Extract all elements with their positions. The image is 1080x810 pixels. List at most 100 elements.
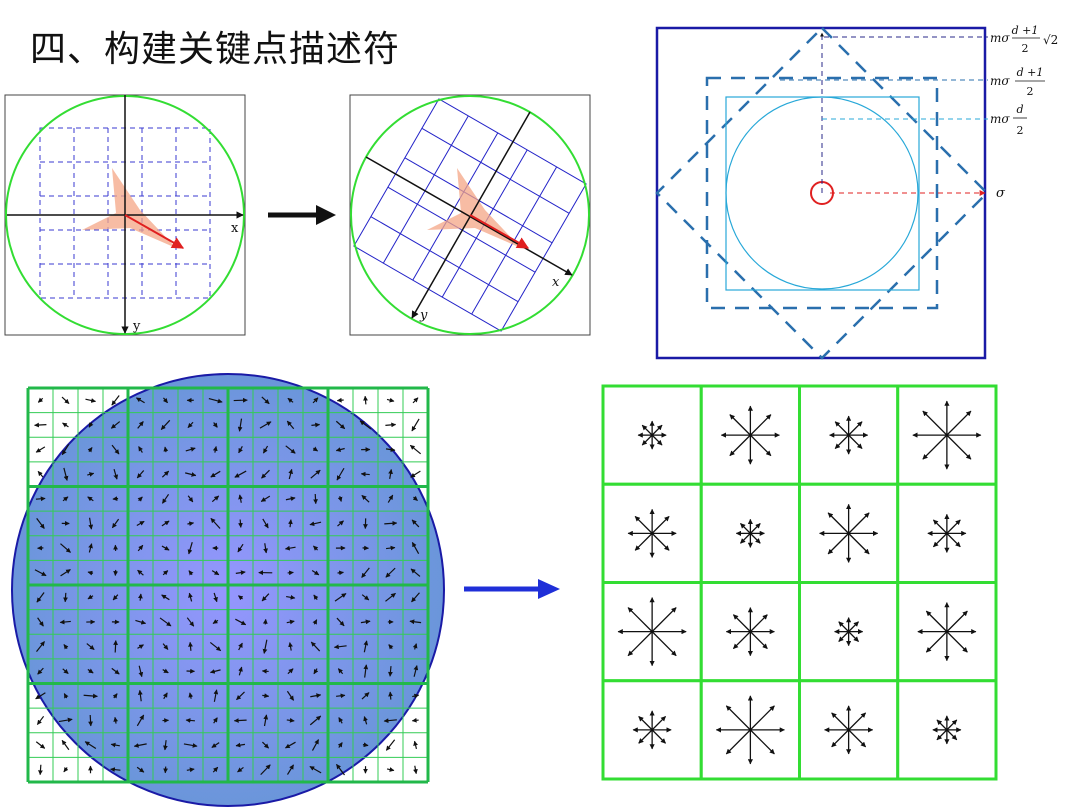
- gradient-arrow: [263, 714, 269, 727]
- gradient-arrow: [87, 447, 93, 453]
- gradient-arrow: [112, 496, 119, 502]
- gradient-arrow: [162, 668, 169, 674]
- gradient-arrow: [262, 518, 269, 529]
- gradient-arrow: [284, 545, 296, 551]
- histogram-bin-arrow: [634, 515, 653, 534]
- label-outer-num: d +1: [1012, 24, 1039, 37]
- gradient-arrow: [385, 422, 397, 428]
- gradient-arrow: [310, 693, 322, 699]
- gradient-arrow: [60, 543, 71, 553]
- gradient-arrow: [63, 467, 69, 481]
- histogram-bin-arrow: [848, 712, 867, 731]
- gradient-arrow: [361, 692, 370, 700]
- gradient-arrow: [87, 496, 94, 502]
- gradient-arrow: [233, 718, 247, 723]
- gradient-arrow: [61, 739, 70, 751]
- histogram-bin-arrow: [638, 729, 653, 744]
- panel-b-circle: [350, 95, 590, 335]
- gradient-arrow: [262, 639, 268, 654]
- gradient-arrow: [84, 741, 97, 749]
- gradient-arrow: [212, 717, 218, 724]
- label-inner-m: mσ: [990, 112, 1010, 126]
- gradient-arrow: [213, 592, 218, 603]
- histogram-bin-arrow: [946, 410, 972, 436]
- panel-b-x-label: x: [552, 275, 560, 290]
- scale-mid-dashed-square: [705, 76, 939, 310]
- gradient-arrow: [111, 395, 120, 406]
- gradient-arrow: [161, 470, 170, 478]
- gradient-arrow: [209, 669, 221, 674]
- gradient-arrow: [409, 619, 422, 625]
- gradient-arrow: [34, 422, 47, 428]
- histogram-bin-arrow: [922, 410, 948, 436]
- gradient-arrow: [363, 395, 368, 405]
- gradient-arrow: [185, 718, 195, 723]
- gradient-arrow: [136, 714, 145, 727]
- gradient-arrow: [137, 496, 143, 502]
- gradient-arrow: [385, 592, 396, 602]
- gradient-arrow: [309, 715, 322, 726]
- gradient-arrow: [162, 397, 168, 404]
- gradient-arrow: [235, 742, 246, 748]
- descriptor-cell: [601, 384, 703, 486]
- histogram-bin-arrow: [740, 532, 751, 544]
- gradient-arrow: [262, 445, 269, 454]
- gradient-arrow: [286, 619, 295, 625]
- histogram-bin-arrow: [651, 515, 670, 534]
- gradient-arrow: [187, 541, 193, 555]
- histogram-bin-arrow: [831, 712, 850, 731]
- gradient-arrow: [411, 542, 420, 554]
- gradient-arrow: [185, 472, 197, 477]
- histogram-bin-arrow: [946, 610, 968, 633]
- gradient-arrow: [62, 668, 69, 674]
- gradient-arrow: [337, 742, 343, 748]
- gradient-arrow: [363, 716, 368, 725]
- gradient-arrow: [63, 644, 69, 650]
- gradient-arrow: [261, 741, 270, 749]
- gradient-arrow: [363, 640, 369, 653]
- gradient-arrow: [183, 743, 198, 748]
- gradient-arrow: [336, 693, 346, 699]
- descriptor-cell: [798, 482, 900, 584]
- histogram-bin-arrow: [848, 532, 870, 555]
- gradient-arrow: [137, 569, 144, 576]
- gradient-arrow: [385, 567, 396, 578]
- gradient-arrow: [335, 420, 346, 430]
- gradient-arrow: [287, 570, 294, 576]
- histogram-bin-arrow: [932, 519, 948, 534]
- gradient-arrow: [311, 739, 320, 751]
- gradient-arrow: [113, 716, 119, 724]
- gradient-arrow: [211, 495, 220, 503]
- gradient-arrow: [388, 666, 393, 677]
- gradient-arrow: [311, 422, 321, 428]
- histogram-bin-arrow: [725, 705, 751, 731]
- gradient-arrow: [287, 668, 294, 675]
- histogram-bin-arrow: [651, 631, 677, 657]
- gradient-arrow: [213, 689, 219, 702]
- gradient-arrow: [161, 594, 170, 601]
- gradient-arrow: [236, 691, 245, 701]
- gradient-arrow: [234, 470, 247, 478]
- gradient-arrow: [287, 397, 294, 403]
- gradient-arrow: [238, 595, 244, 601]
- gradient-arrow: [286, 717, 295, 723]
- histogram-bin-arrow: [732, 631, 751, 650]
- histogram-bin-arrow: [749, 729, 775, 755]
- histogram-bin-arrow: [925, 631, 948, 653]
- gradient-arrow: [88, 714, 93, 727]
- gradient-arrow: [285, 445, 296, 454]
- panel-b-y-label: y: [419, 308, 428, 323]
- gradient-arrow: [188, 570, 194, 576]
- gradient-arrow: [36, 641, 45, 653]
- histogram-bin-arrow: [627, 631, 653, 657]
- scale-labels: mσ d +1 2 √2 mσ d +1 2 mσ d 2 σ: [990, 24, 1058, 201]
- gradient-arrow: [87, 570, 94, 576]
- histogram-bin-arrow: [848, 512, 870, 534]
- gradient-arrow: [313, 594, 319, 600]
- gradient-arrow: [162, 692, 168, 700]
- histogram-bin-arrow: [827, 512, 850, 534]
- gradient-arrow: [388, 469, 393, 479]
- slide-title: 四、构建关键点描述符: [30, 29, 401, 70]
- label-sigma: σ: [996, 186, 1006, 201]
